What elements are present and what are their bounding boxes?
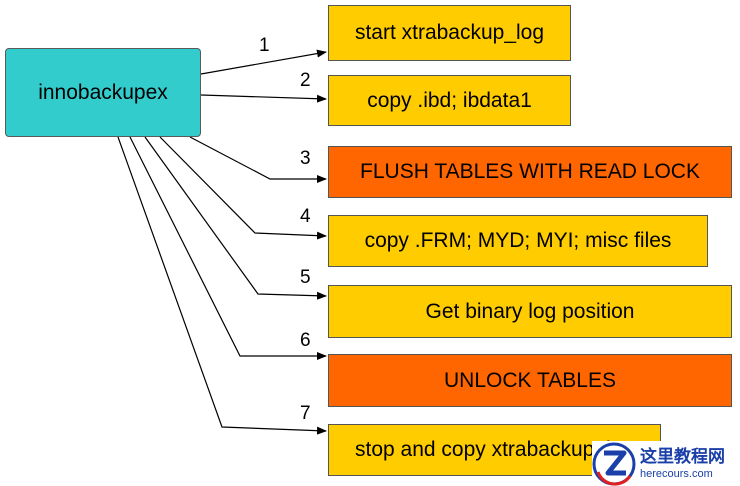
arrow-5 bbox=[144, 136, 327, 300]
step-label-7: stop and copy xtrabackup_log bbox=[354, 438, 635, 461]
step-number-1: 1 bbox=[259, 35, 270, 56]
step-number-4: 4 bbox=[300, 206, 311, 227]
step-box-6: UNLOCK TABLES bbox=[328, 354, 732, 407]
step-number-2: 2 bbox=[300, 70, 311, 91]
watermark: 这里教程网 herecours.com bbox=[592, 441, 740, 486]
step-label-4: copy .FRM; MYD; MYI; misc files bbox=[364, 229, 672, 252]
step-box-2: copy .ibd; ibdata1 bbox=[328, 75, 571, 126]
innobackupex-box: innobackupex bbox=[5, 48, 201, 137]
step-label-6: UNLOCK TABLES bbox=[444, 368, 616, 392]
step-label-5: Get binary log position bbox=[425, 299, 635, 323]
step-label-2: copy .ibd; ibdata1 bbox=[367, 88, 532, 112]
arrow-6 bbox=[129, 136, 327, 360]
step-box-1: start xtrabackup_log bbox=[328, 5, 571, 61]
step-box-5: Get binary log position bbox=[328, 285, 732, 338]
watermark-url: herecours.com bbox=[640, 467, 713, 480]
step-box-4: copy .FRM; MYD; MYI; misc files bbox=[328, 215, 708, 267]
arrow-7 bbox=[117, 136, 327, 435]
step-number-3: 3 bbox=[300, 148, 311, 169]
step-label-3: FLUSH TABLES WITH READ LOCK bbox=[360, 160, 700, 183]
step-label-1: start xtrabackup_log bbox=[354, 21, 545, 44]
innobackupex-label: innobackupex bbox=[38, 80, 168, 104]
arrow-3 bbox=[189, 136, 327, 183]
arrow-1 bbox=[200, 49, 327, 75]
step-number-6: 6 bbox=[300, 330, 311, 351]
arrow-2 bbox=[200, 94, 327, 103]
step-number-5: 5 bbox=[300, 267, 311, 288]
step-number-7: 7 bbox=[300, 403, 311, 424]
z-logo-icon bbox=[592, 442, 636, 486]
step-box-3: FLUSH TABLES WITH READ LOCK bbox=[328, 146, 732, 198]
watermark-cn-text: 这里教程网 bbox=[640, 446, 725, 466]
arrow-4 bbox=[159, 136, 327, 240]
